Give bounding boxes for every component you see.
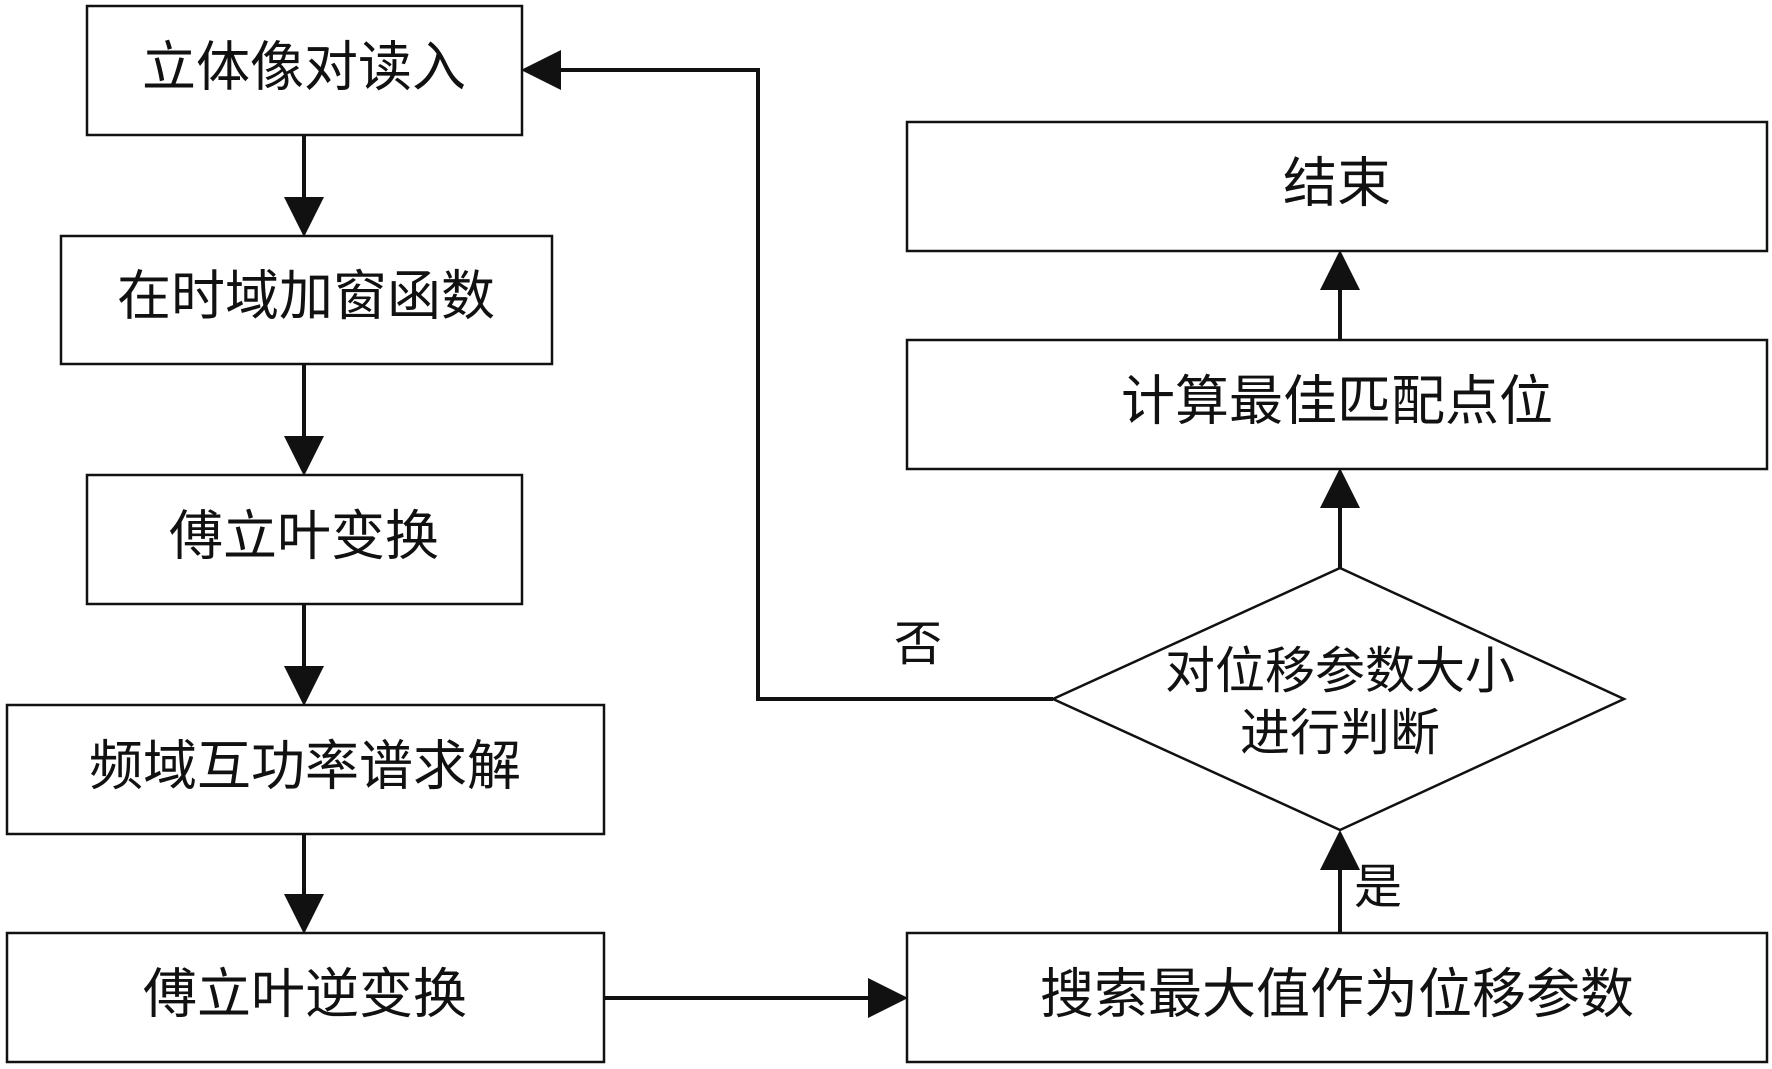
edge-label-yes: 是 xyxy=(1354,859,1402,915)
node-search-max: 搜索最大值作为位移参数 xyxy=(905,931,1769,1064)
node-read-pair: 立体像对读入 xyxy=(85,4,524,137)
node-end: 结束 xyxy=(905,120,1769,253)
node-fourier-transform: 傅立叶变换 xyxy=(85,473,524,606)
edge-decision-no-loop xyxy=(521,50,1053,701)
node-read-pair-label: 立体像对读入 xyxy=(142,36,466,99)
node-compute-match-label: 计算最佳匹配点位 xyxy=(1121,370,1553,433)
node-decision: 对位移参数大小 进行判断 xyxy=(1049,566,1627,832)
node-end-label: 结束 xyxy=(1283,152,1391,215)
node-decision-label-line1: 对位移参数大小 xyxy=(1165,642,1515,700)
node-cross-power-spectrum-label: 频域互功率谱求解 xyxy=(89,735,521,798)
node-inverse-fourier: 傅立叶逆变换 xyxy=(5,931,606,1064)
node-window-function-label: 在时域加窗函数 xyxy=(117,265,495,328)
node-fourier-transform-label: 傅立叶变换 xyxy=(169,505,439,568)
node-decision-label-line2: 进行判断 xyxy=(1240,704,1440,762)
node-window-function: 在时域加窗函数 xyxy=(59,234,554,366)
edge-label-no: 否 xyxy=(894,616,942,672)
node-search-max-label: 搜索最大值作为位移参数 xyxy=(1040,963,1634,1026)
node-compute-match: 计算最佳匹配点位 xyxy=(905,338,1769,471)
node-inverse-fourier-label: 傅立叶逆变换 xyxy=(143,963,467,1026)
node-cross-power-spectrum: 频域互功率谱求解 xyxy=(5,703,606,836)
